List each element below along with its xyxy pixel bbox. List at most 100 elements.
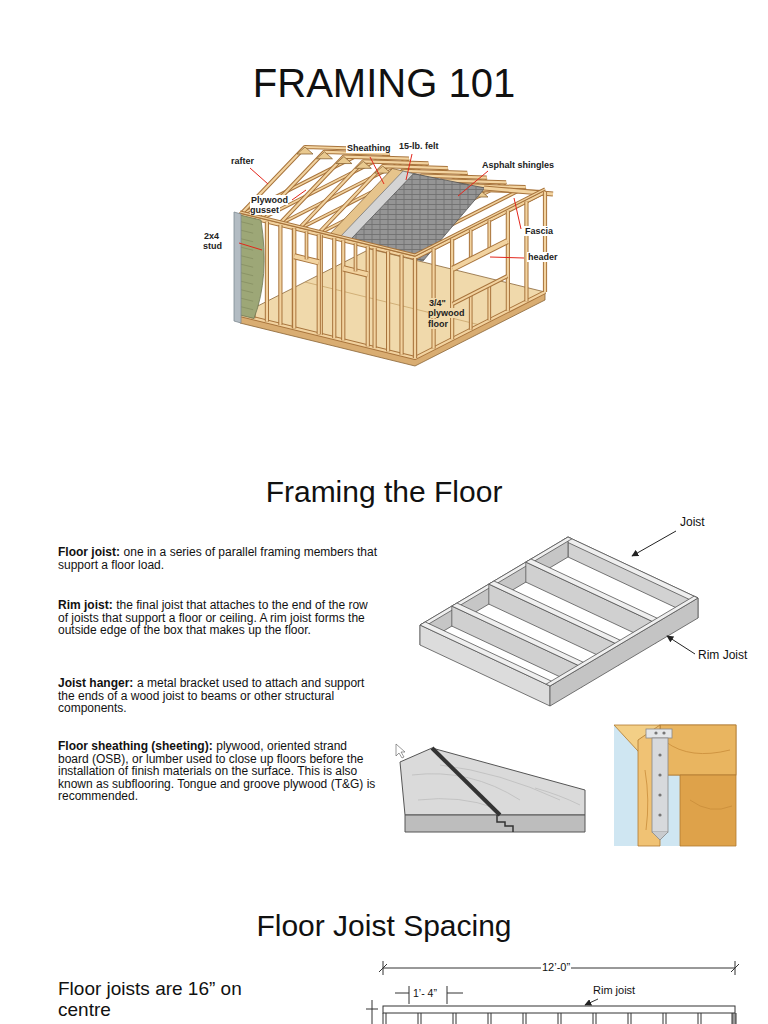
siding-line bbox=[240, 264, 253, 267]
term: Floor joist: bbox=[58, 545, 120, 559]
joist-hanger-illustration bbox=[654, 731, 657, 734]
leader-line bbox=[239, 243, 262, 250]
leader-line bbox=[490, 257, 524, 258]
cripple-stud bbox=[487, 220, 491, 250]
part-label: Joist bbox=[680, 516, 705, 530]
part-label: Rim joist bbox=[593, 984, 635, 997]
corner-trim bbox=[234, 212, 241, 323]
wall-stud bbox=[400, 255, 402, 355]
ceiling-joist bbox=[240, 149, 370, 215]
leader-line bbox=[370, 157, 384, 184]
wall-stud bbox=[278, 225, 282, 325]
part-label: 3/4" plywood floor bbox=[428, 298, 472, 329]
plan-joist bbox=[732, 1013, 735, 1024]
plan-joist bbox=[628, 1013, 631, 1024]
rim-joist bbox=[420, 625, 550, 706]
plan-joist bbox=[663, 1013, 666, 1024]
rim-joist-top bbox=[420, 622, 555, 686]
wall-stud bbox=[374, 248, 376, 348]
wall-stud bbox=[387, 251, 389, 351]
part-label: Sheathing bbox=[346, 143, 392, 153]
cripple-stud bbox=[355, 243, 357, 271]
floor-frame-illustration bbox=[420, 537, 698, 706]
definition: Floor joist:one in a series of parallel … bbox=[58, 546, 380, 571]
tongue-groove-sheathing bbox=[396, 744, 405, 758]
plan-joist bbox=[733, 1013, 736, 1024]
wall-stud bbox=[318, 234, 320, 334]
siding-line bbox=[240, 290, 253, 293]
text: Fascia bbox=[524, 226, 554, 236]
siding-line bbox=[240, 256, 253, 259]
wall-stud bbox=[544, 192, 546, 292]
cripple-stud bbox=[305, 231, 309, 259]
plan-joist bbox=[698, 1013, 701, 1024]
wall-stud bbox=[317, 234, 321, 334]
leader-line bbox=[406, 154, 412, 180]
wall-stud bbox=[386, 251, 390, 351]
term: Rim joist: bbox=[58, 598, 113, 612]
wall-stud bbox=[414, 258, 416, 358]
cripple-stud bbox=[470, 230, 472, 260]
joist-hanger-illustration bbox=[658, 753, 661, 756]
leader-line bbox=[632, 531, 695, 654]
wall-stud bbox=[342, 240, 344, 340]
bottom-plate bbox=[240, 292, 545, 358]
wall-stud bbox=[279, 225, 281, 325]
part-label: Fascia bbox=[524, 226, 554, 236]
wall-stud bbox=[333, 238, 335, 338]
joist-plan-drawing bbox=[395, 986, 463, 1004]
text: Floor Joist Spacing bbox=[256, 909, 511, 942]
rim-joist-top bbox=[546, 596, 698, 686]
joist-hanger-illustration bbox=[658, 793, 661, 796]
joist-plan-drawing bbox=[366, 961, 739, 1024]
plywood-gusset bbox=[355, 161, 371, 168]
wall-stud bbox=[292, 228, 296, 328]
wall-stud bbox=[450, 239, 454, 339]
wall-stud bbox=[507, 211, 509, 311]
cripple-stud bbox=[470, 295, 472, 330]
part-label: Plywood gusset bbox=[250, 195, 290, 216]
joist-hanger-illustration bbox=[646, 729, 672, 738]
section-heading: Floor Joist Spacing bbox=[0, 909, 768, 944]
cripple-stud bbox=[354, 243, 358, 271]
cripple-stud bbox=[487, 285, 491, 320]
siding-line bbox=[240, 298, 253, 301]
note-text: Floor joists are 16” on centre bbox=[58, 978, 273, 1020]
wall-stud bbox=[373, 248, 377, 348]
section-heading: Framing the Floor bbox=[0, 475, 768, 510]
wall-stud bbox=[367, 246, 369, 346]
window-header bbox=[453, 241, 508, 269]
dimension-label: 12’-0” bbox=[541, 961, 571, 974]
wall-stud bbox=[293, 228, 295, 328]
tongue-groove-sheathing bbox=[396, 744, 585, 832]
wall-stud bbox=[266, 222, 268, 322]
plywood-floor bbox=[240, 249, 545, 358]
shed-illustration bbox=[234, 147, 553, 366]
plan-joist bbox=[383, 1013, 386, 1024]
siding-line bbox=[240, 239, 253, 242]
leader-line bbox=[292, 190, 306, 200]
window-sill bbox=[453, 276, 508, 304]
rim-joist bbox=[550, 598, 698, 706]
wall-stud bbox=[506, 211, 510, 311]
leader-line bbox=[514, 198, 521, 229]
text: rafter bbox=[230, 156, 255, 166]
window-header bbox=[453, 241, 508, 269]
text: FRAMING 101 bbox=[253, 61, 515, 105]
dimension-label: 1’- 4” bbox=[413, 987, 437, 999]
wall-stud bbox=[413, 258, 417, 358]
cripple-stud bbox=[469, 230, 473, 260]
siding-line bbox=[240, 273, 253, 276]
part-label: rafter bbox=[230, 156, 255, 166]
part-label: Rim Joist bbox=[698, 649, 747, 663]
wall-stud bbox=[293, 228, 295, 328]
text: Framing the Floor bbox=[266, 475, 503, 508]
plan-joist bbox=[523, 1013, 526, 1024]
plywood-gusset bbox=[297, 147, 313, 154]
wall-stud bbox=[292, 228, 296, 328]
joist-hanger-illustration bbox=[652, 832, 668, 840]
joist-plan-drawing bbox=[383, 1006, 735, 1013]
wall-stud bbox=[399, 255, 403, 355]
